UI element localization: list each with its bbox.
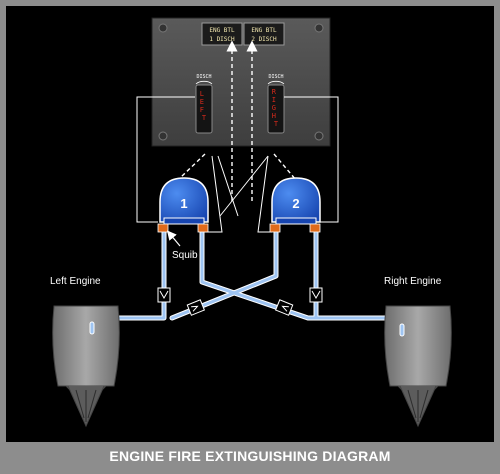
squib-label: Squib <box>172 250 198 261</box>
check-valve-icon <box>157 287 171 303</box>
right-engine <box>384 305 452 428</box>
fire-handle-right[interactable]: DISCH R I G H T <box>267 74 285 134</box>
screw-icon <box>314 23 324 33</box>
squib-icon <box>269 223 281 233</box>
squib-icon <box>197 223 209 233</box>
squib-icon <box>309 223 321 233</box>
annunciator-right-line2: 2 DISCH <box>251 36 277 43</box>
wiring-lines <box>136 96 339 233</box>
left-engine <box>52 305 120 428</box>
control-panel: ENG BTL 1 DISCH ENG BTL 2 DISCH DISCH L … <box>151 17 331 147</box>
bottle-1-number: 1 <box>180 196 187 211</box>
annunciator-left-line1: ENG BTL <box>209 27 235 34</box>
check-valve-icons <box>157 287 323 316</box>
extinguisher-bottle-2: 2 <box>269 177 321 233</box>
annunciator-eng-btl-1: ENG BTL 1 DISCH <box>201 22 243 46</box>
annunciator-eng-btl-2: ENG BTL 2 DISCH <box>243 22 285 46</box>
distribution-pipes <box>89 229 405 329</box>
annunciator-left-line2: 1 DISCH <box>209 36 235 43</box>
diagram-canvas: ENG BTL 1 DISCH ENG BTL 2 DISCH DISCH L … <box>6 6 494 442</box>
handle-right-label: R I G H T <box>272 88 280 128</box>
screw-icon <box>158 23 168 33</box>
handle-right-disch-label: DISCH <box>268 74 283 80</box>
screw-icon <box>314 131 324 141</box>
screw-icon <box>158 131 168 141</box>
fire-handle-left[interactable]: DISCH L E F T <box>195 74 213 134</box>
left-engine-label: Left Engine <box>50 276 101 287</box>
squib-icon <box>157 223 169 233</box>
annunciator-right-line1: ENG BTL <box>251 27 277 34</box>
check-valve-icon <box>309 287 323 303</box>
squib-callout-arrow <box>166 230 181 247</box>
handle-left-label: L E F T <box>200 90 208 122</box>
diagram-svg: ENG BTL 1 DISCH ENG BTL 2 DISCH DISCH L … <box>50 17 452 428</box>
handle-left-disch-label: DISCH <box>196 74 211 80</box>
extinguisher-bottle-1: 1 <box>157 177 209 233</box>
bottle-2-number: 2 <box>292 196 299 211</box>
figure-caption: ENGINE FIRE EXTINGUISHING DIAGRAM <box>109 448 391 464</box>
engine-nozzle-pipes <box>89 321 405 337</box>
right-engine-label: Right Engine <box>384 276 442 287</box>
signal-dashed-lines <box>179 40 297 201</box>
